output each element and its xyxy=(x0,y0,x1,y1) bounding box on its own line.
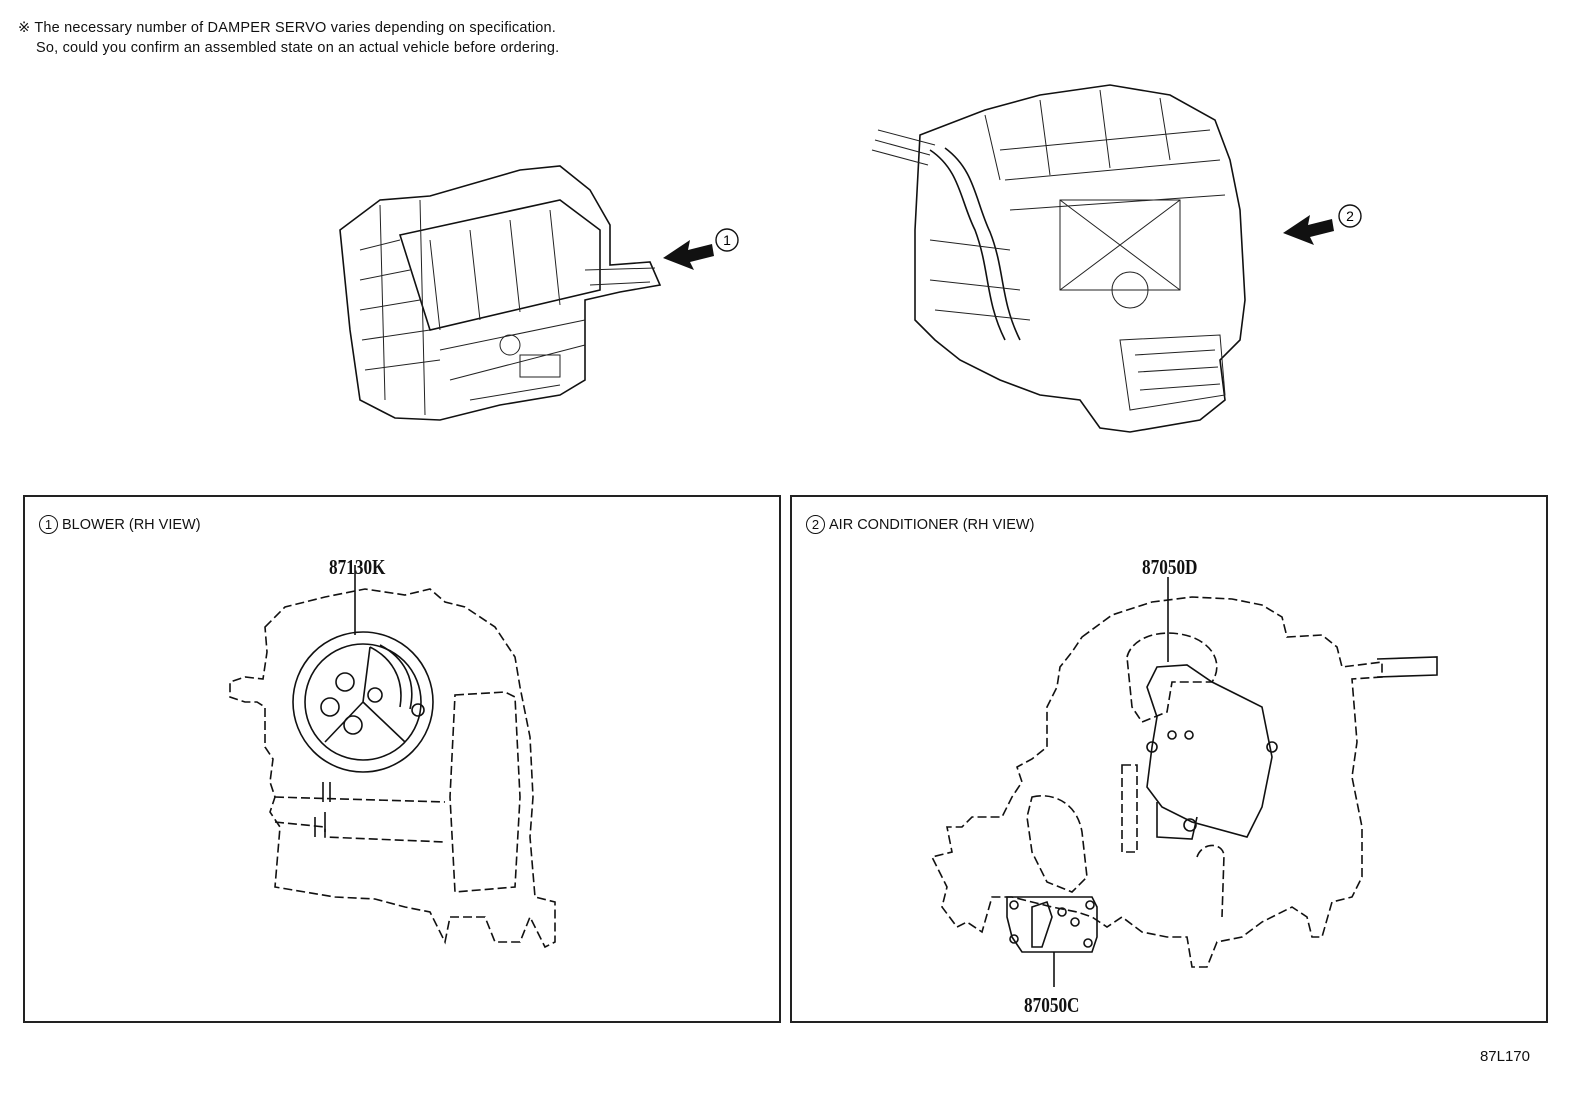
air-conditioner-rh-view-drawing xyxy=(930,577,1438,987)
panel-2-number: 2 xyxy=(806,515,825,534)
panel-2-title-text: AIR CONDITIONER (RH VIEW) xyxy=(829,516,1035,533)
part-label-87050D: 87050D xyxy=(1142,555,1198,579)
air-conditioner-unit-drawing xyxy=(871,84,1246,433)
servo-note: ※ The necessary number of DAMPER SERVO v… xyxy=(18,18,559,58)
blower-panel: 1 BLOWER (RH VIEW) 87130K xyxy=(23,495,781,1023)
air-conditioner-panel: 2 AIR CONDITIONER (RH VIEW) 87050D 87050… xyxy=(790,495,1548,1023)
arrow-1-icon xyxy=(663,240,714,270)
note-line-2: So, could you confirm an assembled state… xyxy=(36,40,560,56)
blower-rh-view-drawing xyxy=(229,565,556,949)
part-label-87050C: 87050C xyxy=(1024,993,1080,1017)
part-label-87130K: 87130K xyxy=(329,555,386,579)
panel-1-title: 1 BLOWER (RH VIEW) xyxy=(39,515,201,534)
panel-1-title-text: BLOWER (RH VIEW) xyxy=(62,516,201,533)
callout-2: 2 xyxy=(1346,208,1354,224)
note-line-1: ※ The necessary number of DAMPER SERVO v… xyxy=(18,20,557,36)
arrow-2-icon xyxy=(1283,215,1334,245)
panel-1-number: 1 xyxy=(39,515,58,534)
blower-unit-drawing xyxy=(339,165,662,421)
diagram-code: 87L170 xyxy=(1479,1048,1530,1065)
overview-illustration: 1 2 xyxy=(339,84,1362,433)
panel-2-title: 2 AIR CONDITIONER (RH VIEW) xyxy=(806,515,1034,534)
callout-1: 1 xyxy=(723,232,731,248)
